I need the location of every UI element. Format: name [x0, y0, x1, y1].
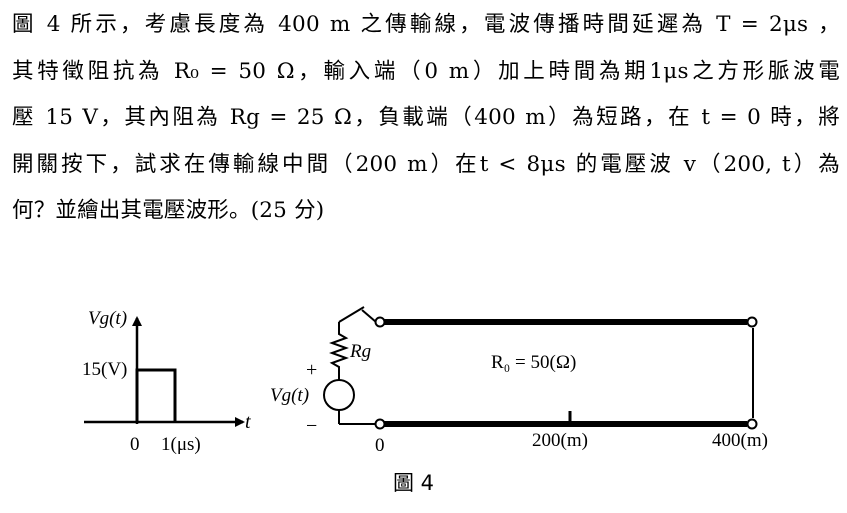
position-label-200: 200(m)	[532, 430, 588, 451]
problem-line-1: 圖 4 所示，考慮長度為 400 m 之傳輸線，電波傳播時間延遲為 T = 2μ…	[12, 12, 840, 37]
problem-text: 圖 4 所示，考慮長度為 400 m 之傳輸線，電波傳播時間延遲為 T = 2μ…	[12, 2, 840, 235]
pulse-y-axis-label: Vg(t)	[88, 308, 127, 329]
pulse-tick-zero: 0	[130, 434, 140, 455]
pulse-tick-one: 1(μs)	[161, 434, 201, 455]
pulse-waveform	[135, 368, 177, 422]
line-impedance-label: R₀ = 50(Ω)	[491, 352, 576, 373]
position-label-400: 400(m)	[712, 430, 768, 451]
position-label-0: 0	[375, 435, 385, 456]
problem-line-2: 其特徵阻抗為 R₀ = 50 Ω，輸入端（0 m）加上時間為期1μs之方形脈波電	[12, 58, 840, 84]
pulse-amplitude-label: 15(V)	[82, 359, 127, 380]
terminal-load-bottom	[746, 418, 758, 430]
pulse-graph: Vg(t) 15(V) t 0 1(μs)	[82, 308, 251, 455]
source-resistor	[329, 322, 349, 380]
minus-sign: −	[306, 415, 317, 437]
problem-line-3: 壓 15 V，其內阻為 Rg = 25 Ω，負載端（400 m）為短路，在 t …	[12, 105, 840, 130]
plus-sign: +	[306, 359, 317, 381]
circuit: Rg + − Vg(t) R₀ = 50(Ω) 0 200(m) 400(m)	[270, 306, 768, 456]
source-label: Vg(t)	[270, 385, 309, 406]
terminal-input-bottom	[374, 418, 386, 430]
voltage-source	[323, 379, 355, 411]
problem-line-5: 何？並繪出其電壓波形。(25 分)	[12, 198, 325, 223]
source-resistor-label: Rg	[349, 341, 371, 362]
switch-contact	[361, 309, 377, 323]
switch-blade	[338, 306, 365, 323]
terminal-load-top	[746, 316, 758, 328]
terminal-input-top	[374, 316, 386, 328]
pulse-x-axis-label: t	[245, 411, 251, 433]
figure-caption: 圖 4	[393, 471, 434, 495]
problem-line-4: 開關按下，試求在傳輸線中間（200 m）在t < 8μs 的電壓波 v（200,…	[12, 151, 840, 177]
